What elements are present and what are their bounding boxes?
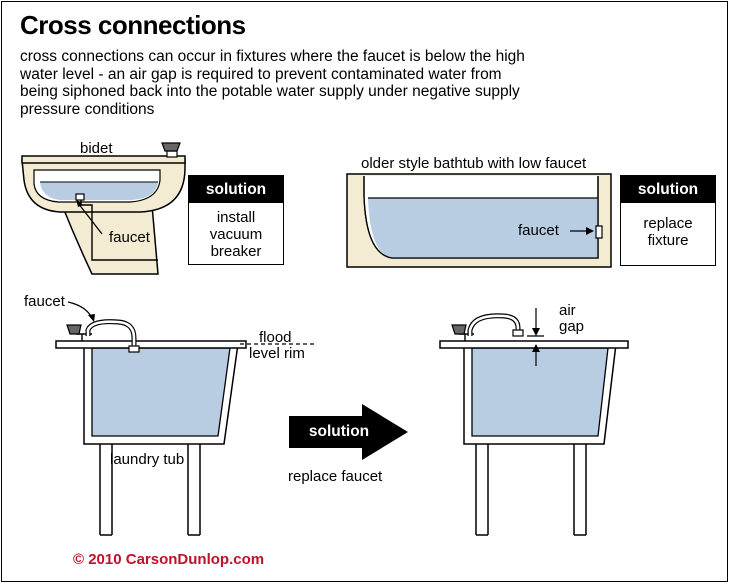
page-title: Cross connections [20, 10, 246, 40]
flood-label-line1: flood [259, 329, 292, 346]
bathtub-solution-body: replace fixture [621, 203, 715, 249]
bidet-illustration [21, 142, 186, 275]
bathtub-illustration [346, 173, 612, 268]
copyright-text: © 2010 CarsonDunlop.com [73, 551, 265, 568]
air-gap-label-line2: gap [559, 318, 585, 335]
bidet-solution-line: install [216, 209, 256, 226]
bidet-solution-body: install vacuum breaker [189, 203, 283, 260]
bathtub-solution-line: replace [643, 215, 693, 232]
replace-faucet-caption: replace faucet [288, 468, 383, 485]
laundry-tub-left-illustration [55, 301, 316, 536]
bidet-faucet-label: faucet [109, 229, 150, 246]
bathtub-solution-box: solution replace fixture [620, 175, 716, 266]
laundry-faucet-label: faucet [24, 293, 65, 310]
bathtub-solution-line: fixture [647, 232, 689, 249]
solution-arrow-label: solution [308, 423, 370, 440]
bathtub-solution-header: solution [621, 176, 715, 203]
bidet-solution-box: solution install vacuum breaker [188, 175, 284, 265]
air-gap-label-line1: air [559, 302, 576, 319]
bidet-label: bidet [80, 140, 113, 157]
bathtub-faucet-label: faucet [518, 222, 559, 239]
intro-text: cross connections can occur in fixtures … [20, 48, 525, 118]
solution-arrow [289, 404, 408, 460]
bidet-solution-line: breaker [210, 243, 262, 260]
laundry-tub-label: laundry tub [110, 451, 185, 468]
laundry-tub-right-illustration [439, 308, 629, 536]
bathtub-label: older style bathtub with low faucet [361, 155, 587, 172]
bidet-solution-line: vacuum [209, 226, 263, 243]
flood-label-line2: level rim [249, 345, 305, 362]
bidet-solution-header: solution [189, 176, 283, 203]
